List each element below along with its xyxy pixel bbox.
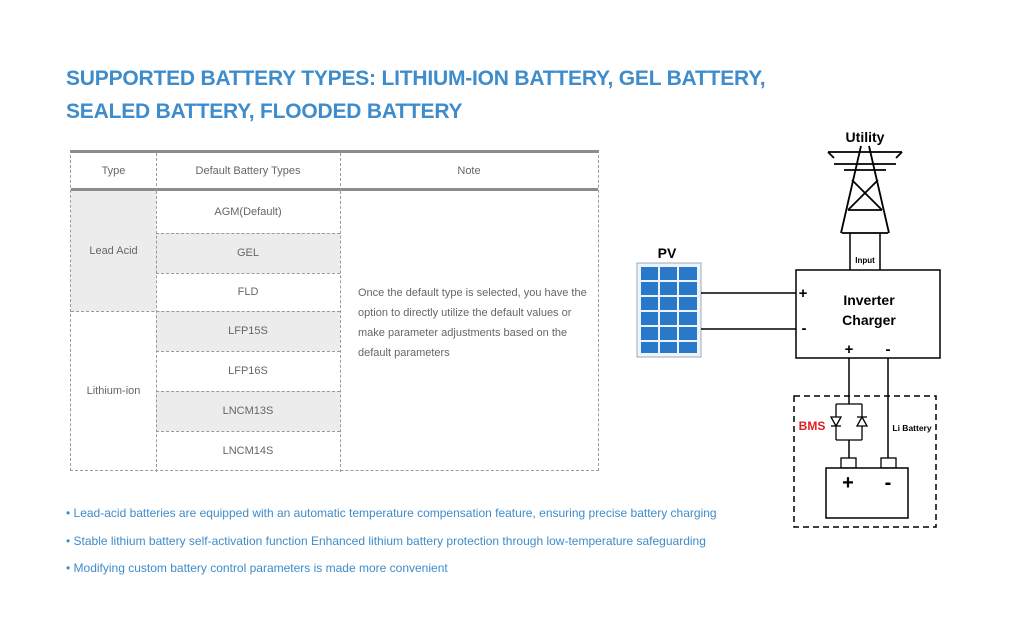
inverter-box	[795, 269, 941, 359]
list-item: GEL	[156, 233, 340, 273]
battery-icon	[825, 457, 909, 519]
title-line-1: SUPPORTED BATTERY TYPES: LITHIUM-ION BAT…	[66, 67, 766, 90]
list-item: LFP15S	[156, 311, 340, 351]
feature-list: • Lead-acid batteries are equipped with …	[66, 506, 717, 589]
bat-minus-label: -	[886, 341, 891, 358]
list-item: • Stable lithium battery self-activation…	[66, 533, 706, 548]
input-label: Input	[855, 256, 875, 265]
bms-diode-icon	[829, 403, 869, 441]
pv-label: PV	[658, 245, 677, 261]
li-battery-label: Li Battery	[892, 423, 931, 433]
list-item: LFP16S	[228, 365, 268, 377]
list-item: LNCM13S	[156, 391, 340, 431]
bat-plus-label: +	[845, 341, 854, 358]
battery-minus-label: -	[885, 472, 892, 494]
utility-label: Utility	[846, 129, 885, 145]
battery-dashed-box	[793, 395, 937, 528]
charger-label: Charger	[842, 312, 896, 328]
inverter-label: Inverter	[843, 292, 895, 308]
battery-types-table: Type Default Battery Types Note Lead Aci…	[70, 150, 599, 472]
list-item: • Modifying custom battery control param…	[66, 561, 448, 575]
list-item: • Lead-acid batteries are equipped with …	[66, 506, 717, 520]
list-item: FLD	[237, 286, 259, 298]
wiring-diagram: Utility Input L N Inverter Charger + - +…	[636, 129, 941, 528]
pv-minus-label: -	[802, 320, 807, 337]
page-title: SUPPORTED BATTERY TYPES: LITHIUM-ION BAT…	[66, 62, 866, 128]
table-header: Type Default Battery Types Note	[71, 153, 598, 191]
header-note: Note	[457, 164, 481, 177]
solar-panel-icon	[636, 262, 702, 358]
utility-tower-icon	[827, 145, 903, 234]
list-item: AGM(Default)	[214, 206, 282, 218]
title-line-2: SEALED BATTERY, FLOODED BATTERY	[66, 100, 463, 123]
battery-plus-label: +	[842, 472, 854, 494]
bms-label: BMS	[799, 419, 826, 433]
list-item: LNCM14S	[222, 445, 274, 457]
header-default-types: Default Battery Types	[195, 164, 301, 177]
type-lead-acid: Lead Acid	[71, 191, 156, 311]
type-lithium-ion: Lithium-ion	[86, 385, 141, 397]
note-text: Once the default type is selected, you h…	[358, 287, 587, 359]
header-type: Type	[101, 164, 126, 177]
pv-plus-label: +	[799, 285, 808, 302]
